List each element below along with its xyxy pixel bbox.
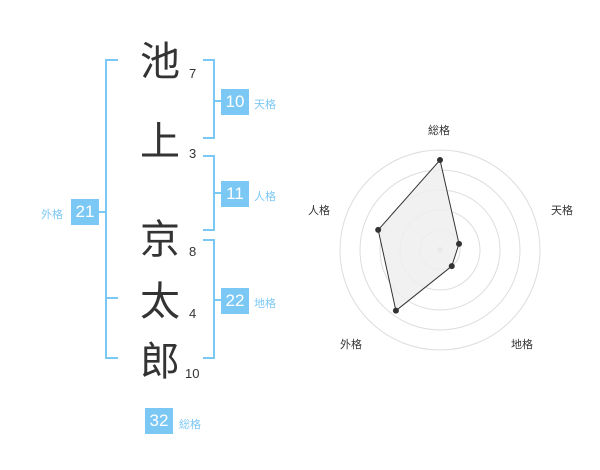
tenkaku-value: 10 xyxy=(221,89,249,115)
radar-axis-soukaku: 総格 xyxy=(428,124,450,137)
radar-axis-tenkaku: 天格 xyxy=(551,204,573,217)
chikaku-value: 22 xyxy=(221,288,249,314)
stroke-count-4: 4 xyxy=(189,306,197,321)
radar-axis-gaikaku: 外格 xyxy=(340,338,362,351)
radar-point-3 xyxy=(392,307,399,314)
tenkaku-label: 天格 xyxy=(254,98,276,111)
radar-point-2 xyxy=(448,263,455,270)
radar-point-4 xyxy=(375,226,382,233)
jinkaku-value: 11 xyxy=(221,181,249,207)
name-char-5: 郎 xyxy=(140,339,180,385)
name-char-3: 京 xyxy=(140,217,180,263)
gaikaku-value: 21 xyxy=(71,199,99,225)
radar-axis-chikaku: 地格 xyxy=(511,338,533,351)
stroke-count-2: 3 xyxy=(189,146,197,161)
gaikaku-label: 外格 xyxy=(41,208,63,221)
stroke-count-5: 10 xyxy=(185,366,200,381)
soukaku-value: 32 xyxy=(145,408,173,434)
radar-point-1 xyxy=(456,240,463,247)
radar-ring xyxy=(339,149,541,351)
radar-point-0 xyxy=(437,157,443,163)
chikaku-label: 地格 xyxy=(254,297,276,310)
name-char-2: 上 xyxy=(140,119,180,165)
stroke-count-1: 7 xyxy=(189,66,197,81)
radar-polygon xyxy=(377,158,460,312)
jinkaku-label: 人格 xyxy=(254,190,276,203)
name-char-4: 太 xyxy=(140,279,180,325)
name-char-1: 池 xyxy=(140,39,180,85)
soukaku-label: 総格 xyxy=(179,418,201,431)
radar-axis-jinkaku: 人格 xyxy=(308,204,330,217)
stroke-count-3: 8 xyxy=(189,244,197,259)
